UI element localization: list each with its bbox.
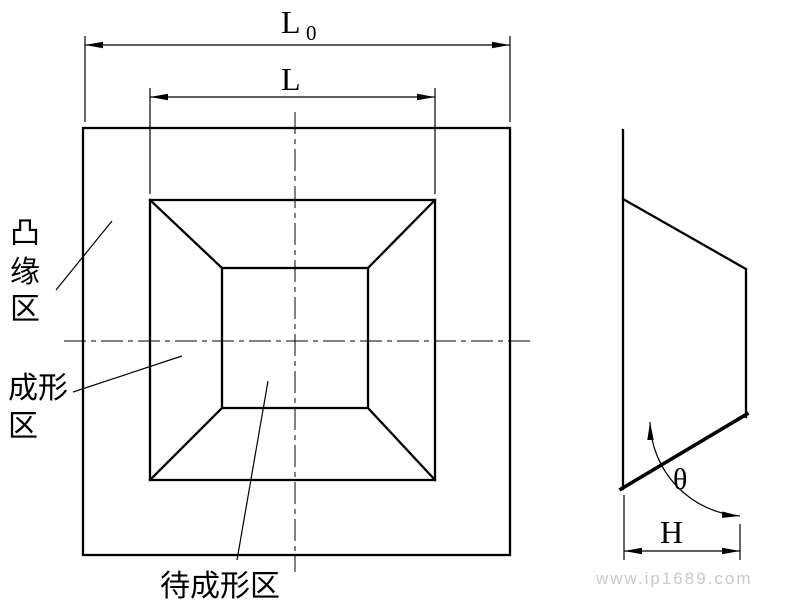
- forming-zone-label-line1: 成形: [8, 372, 68, 405]
- forming-zone-label-line2: 区: [8, 410, 38, 443]
- dimension-label-L: L: [281, 61, 301, 97]
- angle-theta-label: θ: [673, 463, 687, 496]
- side-view: θ H: [618, 128, 750, 560]
- forming-leader-line: [72, 355, 183, 393]
- flange-zone-label-char2: 缘: [10, 256, 40, 289]
- flange-leader-line: [55, 220, 113, 291]
- preform-leader-line: [236, 380, 269, 561]
- frustum-diagonal-top-left: [148, 198, 224, 270]
- frustum-diagonal-top-right: [366, 198, 437, 270]
- height-H-label: H: [660, 514, 683, 550]
- dimension-label-L0: L: [281, 4, 301, 40]
- frustum-diagonal-bottom-right: [366, 406, 437, 482]
- preform-zone-label: 待成形区: [160, 570, 280, 603]
- forming-zone-square: [148, 198, 437, 482]
- frustum-diagonal-bottom-left: [148, 406, 224, 482]
- side-top-slanted-edge: [621, 197, 748, 271]
- watermark-text: www.ip1689.com: [595, 569, 753, 588]
- flange-zone-label-char1: 凸: [10, 217, 40, 250]
- inner-preform-square: [220, 266, 370, 410]
- plan-view: L 0 L 凸 缘 区 成形 区 待成形区: [8, 4, 530, 603]
- flange-zone-label-char3: 区: [10, 293, 40, 326]
- dimension-label-L0-subscript: 0: [306, 21, 317, 45]
- outer-blank-square: [81, 126, 512, 557]
- angle-arc: [647, 421, 741, 518]
